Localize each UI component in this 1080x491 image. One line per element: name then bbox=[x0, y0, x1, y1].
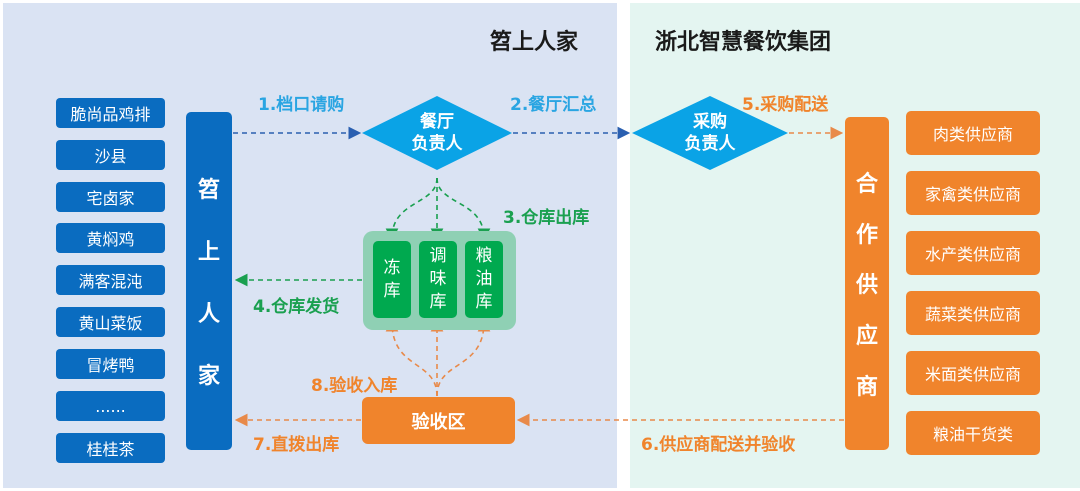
wh-char: 库 bbox=[383, 280, 401, 301]
supplier-item[interactable]: 水产类供应商 bbox=[906, 231, 1040, 275]
stall-item[interactable]: ...... bbox=[56, 391, 165, 421]
warehouse-frozen[interactable]: 冻库 bbox=[373, 241, 411, 318]
arrow-3 bbox=[385, 177, 491, 242]
supplier-item[interactable]: 蔬菜类供应商 bbox=[906, 291, 1040, 335]
wh-char: 库 bbox=[475, 292, 493, 312]
bar-char: 作 bbox=[855, 222, 878, 248]
receiving-area[interactable]: 验收区 bbox=[362, 397, 515, 444]
bar-char: 合 bbox=[855, 171, 878, 197]
stall-item[interactable]: 黄山菜饭 bbox=[56, 307, 165, 337]
arrow-8 bbox=[385, 318, 491, 397]
step-7-label: 7.直拨出库 bbox=[253, 435, 340, 455]
supplier-bar: 合 作 供 应 商 bbox=[845, 117, 889, 450]
supplier-item[interactable]: 家禽类供应商 bbox=[906, 171, 1040, 215]
wh-char: 粮 bbox=[475, 246, 493, 266]
stall-item[interactable]: 满客混沌 bbox=[56, 265, 165, 295]
bar-char: 家 bbox=[197, 364, 220, 389]
node-label: 负责人 bbox=[684, 134, 736, 154]
step-2-label: 2.餐厅汇总 bbox=[510, 95, 597, 115]
wh-char: 库 bbox=[429, 292, 447, 312]
stall-item[interactable]: 沙县 bbox=[56, 140, 165, 170]
stall-item[interactable]: 脆尚品鸡排 bbox=[56, 98, 165, 128]
step-3-label: 3.仓库出库 bbox=[503, 208, 590, 228]
stall-item[interactable]: 黄焖鸡 bbox=[56, 223, 165, 253]
step-1-label: 1.档口请购 bbox=[258, 95, 345, 115]
node-label: 采购 bbox=[693, 112, 727, 132]
step-8-label: 8.验收入库 bbox=[311, 376, 398, 396]
step-6-label: 6.供应商配送并验收 bbox=[641, 435, 796, 455]
wh-char: 冻 bbox=[383, 257, 401, 278]
warehouse-seasoning[interactable]: 调味库 bbox=[419, 241, 457, 318]
bar-char: 笤 bbox=[197, 178, 220, 203]
wh-char: 味 bbox=[429, 269, 447, 289]
step-5-label: 5.采购配送 bbox=[742, 95, 829, 115]
stall-item[interactable]: 冒烤鸭 bbox=[56, 349, 165, 379]
warehouse-grain-oil[interactable]: 粮油库 bbox=[465, 241, 503, 318]
bar-char: 供 bbox=[855, 273, 878, 299]
supplier-item[interactable]: 肉类供应商 bbox=[906, 111, 1040, 155]
restaurant-manager-diamond bbox=[362, 96, 512, 170]
supplier-item[interactable]: 粮油干货类 bbox=[906, 411, 1040, 455]
left-title: 笤上人家 bbox=[490, 30, 579, 55]
stall-item[interactable]: 宅卤家 bbox=[56, 182, 165, 212]
wh-char: 油 bbox=[475, 269, 493, 289]
bar-char: 人 bbox=[197, 302, 220, 327]
node-label: 负责人 bbox=[411, 134, 463, 154]
bar-char: 应 bbox=[855, 324, 878, 350]
restaurant-bar: 笤 上 人 家 bbox=[186, 112, 232, 450]
stall-item[interactable]: 桂桂茶 bbox=[56, 433, 165, 463]
purchase-manager-node[interactable]: 采购 负责人 bbox=[660, 111, 760, 155]
purchase-manager-diamond bbox=[632, 96, 788, 170]
wh-char: 调 bbox=[429, 246, 447, 266]
supplier-item[interactable]: 米面类供应商 bbox=[906, 351, 1040, 395]
node-label: 餐厅 bbox=[420, 112, 454, 132]
restaurant-manager-node[interactable]: 餐厅 负责人 bbox=[387, 111, 487, 155]
step-4-label: 4.仓库发货 bbox=[253, 297, 340, 317]
right-title: 浙北智慧餐饮集团 bbox=[655, 30, 832, 55]
bar-char: 上 bbox=[197, 240, 220, 265]
bar-char: 商 bbox=[855, 375, 878, 401]
